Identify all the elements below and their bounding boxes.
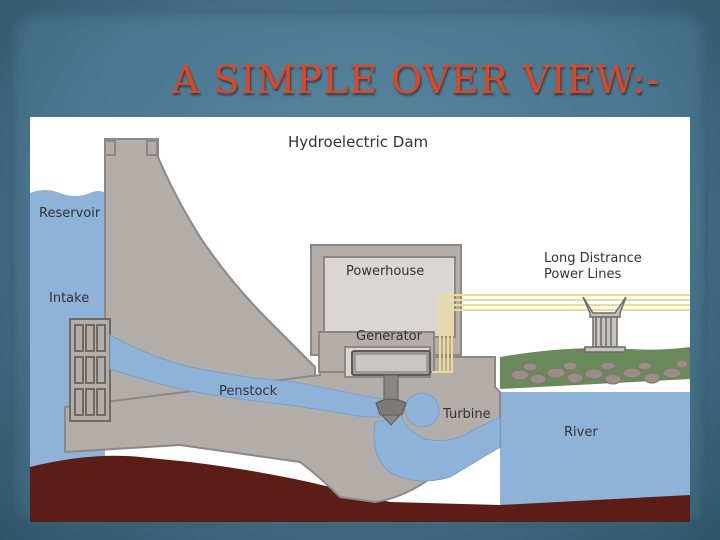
dam-wall xyxy=(104,138,316,403)
label-powerhouse: Powerhouse xyxy=(346,264,424,279)
label-reservoir: Reservoir xyxy=(39,206,101,221)
turbine-runner xyxy=(375,398,407,426)
ground-earth xyxy=(30,455,690,522)
transmission-tower xyxy=(582,296,627,353)
intake-grate xyxy=(69,318,111,422)
turbine-chamber xyxy=(404,392,440,428)
slide-title: A SIMPLE OVER VIEW:- xyxy=(172,58,661,102)
power-lines xyxy=(432,294,690,373)
river-bank-grass xyxy=(500,347,690,389)
generator-unit xyxy=(351,350,431,404)
diagram-title: Hydroelectric Dam xyxy=(288,133,428,151)
river-water xyxy=(500,392,690,507)
label-generator: Generator xyxy=(356,329,423,344)
label-river: River xyxy=(564,425,598,440)
hydroelectric-dam-diagram: Hydroelectric Dam Reservoir Intake Power… xyxy=(30,117,690,522)
label-power-lines-line2: Power Lines xyxy=(544,267,622,282)
label-power-lines-line1: Long Distrance xyxy=(544,251,642,266)
label-turbine: Turbine xyxy=(442,407,491,422)
dam-crest xyxy=(104,140,158,156)
turbine-outflow xyxy=(373,416,501,482)
label-penstock: Penstock xyxy=(219,384,278,399)
river-bank-stones xyxy=(510,359,689,385)
label-intake: Intake xyxy=(49,291,89,306)
